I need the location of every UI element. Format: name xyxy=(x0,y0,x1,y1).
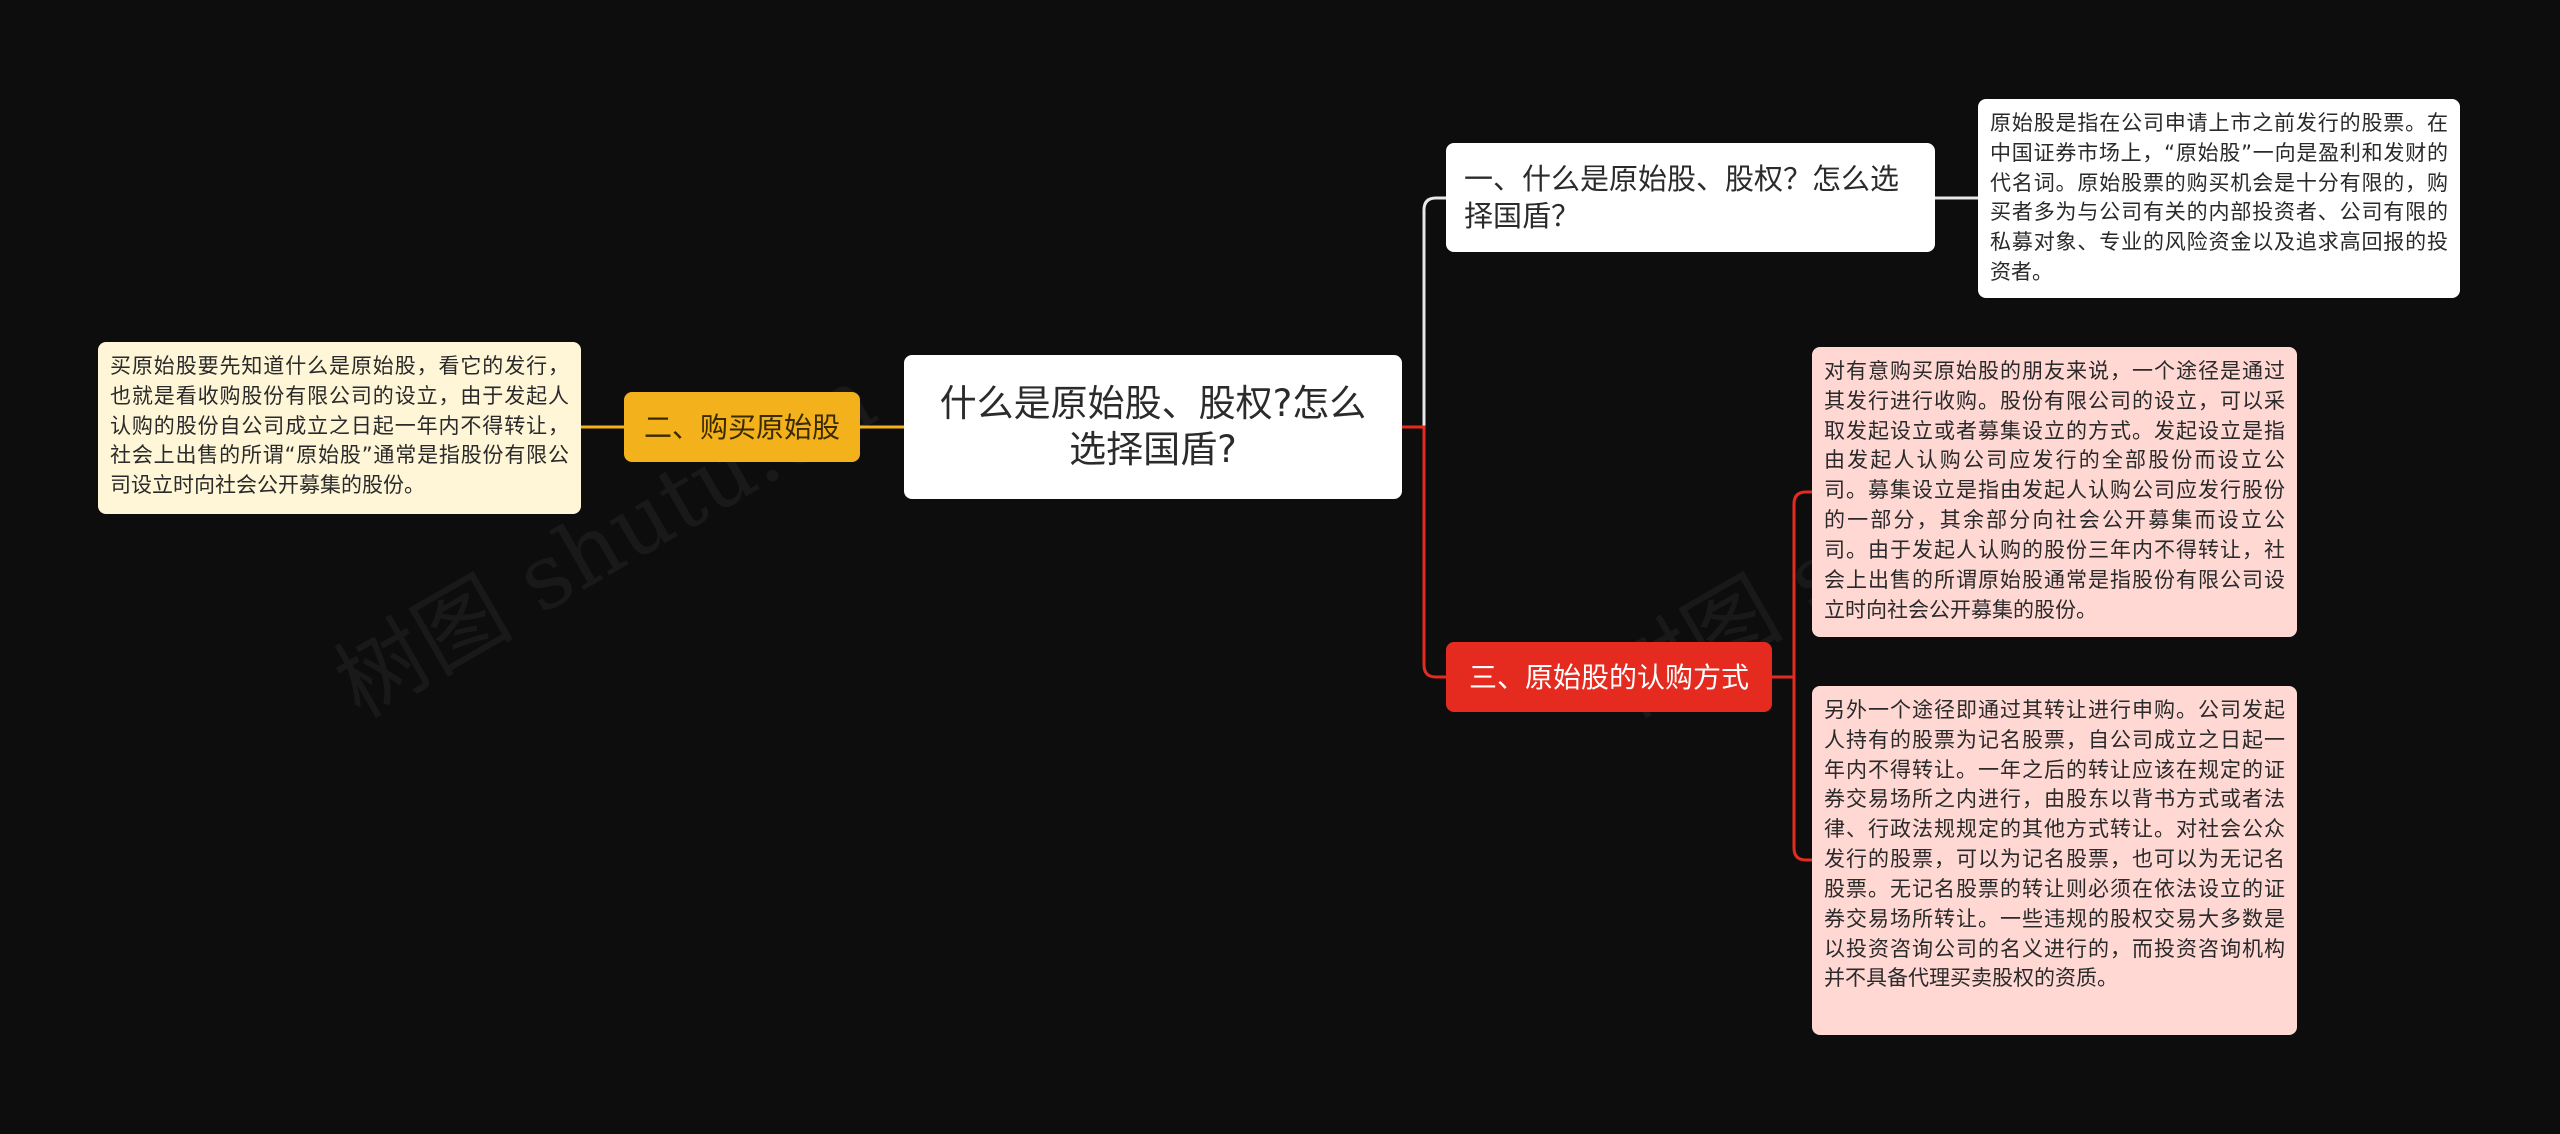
branch-topic-buy-original-stock[interactable]: 二、购买原始股 xyxy=(624,392,860,462)
branch-topic-what-is-original-stock[interactable]: 一、什么是原始股、股权？怎么选择国盾？ xyxy=(1446,143,1935,252)
connector-root-branch1 xyxy=(1402,196,1446,429)
branch-topic-subscription-methods[interactable]: 三、原始股的认购方式 xyxy=(1446,642,1772,712)
leaf-subscribe-via-transfer[interactable]: 另外一个途径即通过其转让进行申购。公司发起人持有的股票为记名股票，自公司成立之日… xyxy=(1812,686,2297,1035)
connector-root-branch3 xyxy=(1402,425,1446,679)
root-topic[interactable]: 什么是原始股、股权?怎么选择国盾? xyxy=(904,355,1402,499)
leaf-subscribe-via-issuance[interactable]: 对有意购买原始股的朋友来说，一个途径是通过其发行进行收购。股份有限公司的设立，可… xyxy=(1812,347,2297,637)
connector-branch3-leaf3 xyxy=(1772,490,1812,679)
leaf-definition[interactable]: 原始股是指在公司申请上市之前发行的股票。在中国证券市场上，“原始股”一向是盈利和… xyxy=(1978,99,2460,298)
connector-branch3-leaf4 xyxy=(1772,675,1812,862)
leaf-how-to-buy[interactable]: 买原始股要先知道什么是原始股，看它的发行，也就是看收购股份有限公司的设立，由于发… xyxy=(98,342,581,514)
